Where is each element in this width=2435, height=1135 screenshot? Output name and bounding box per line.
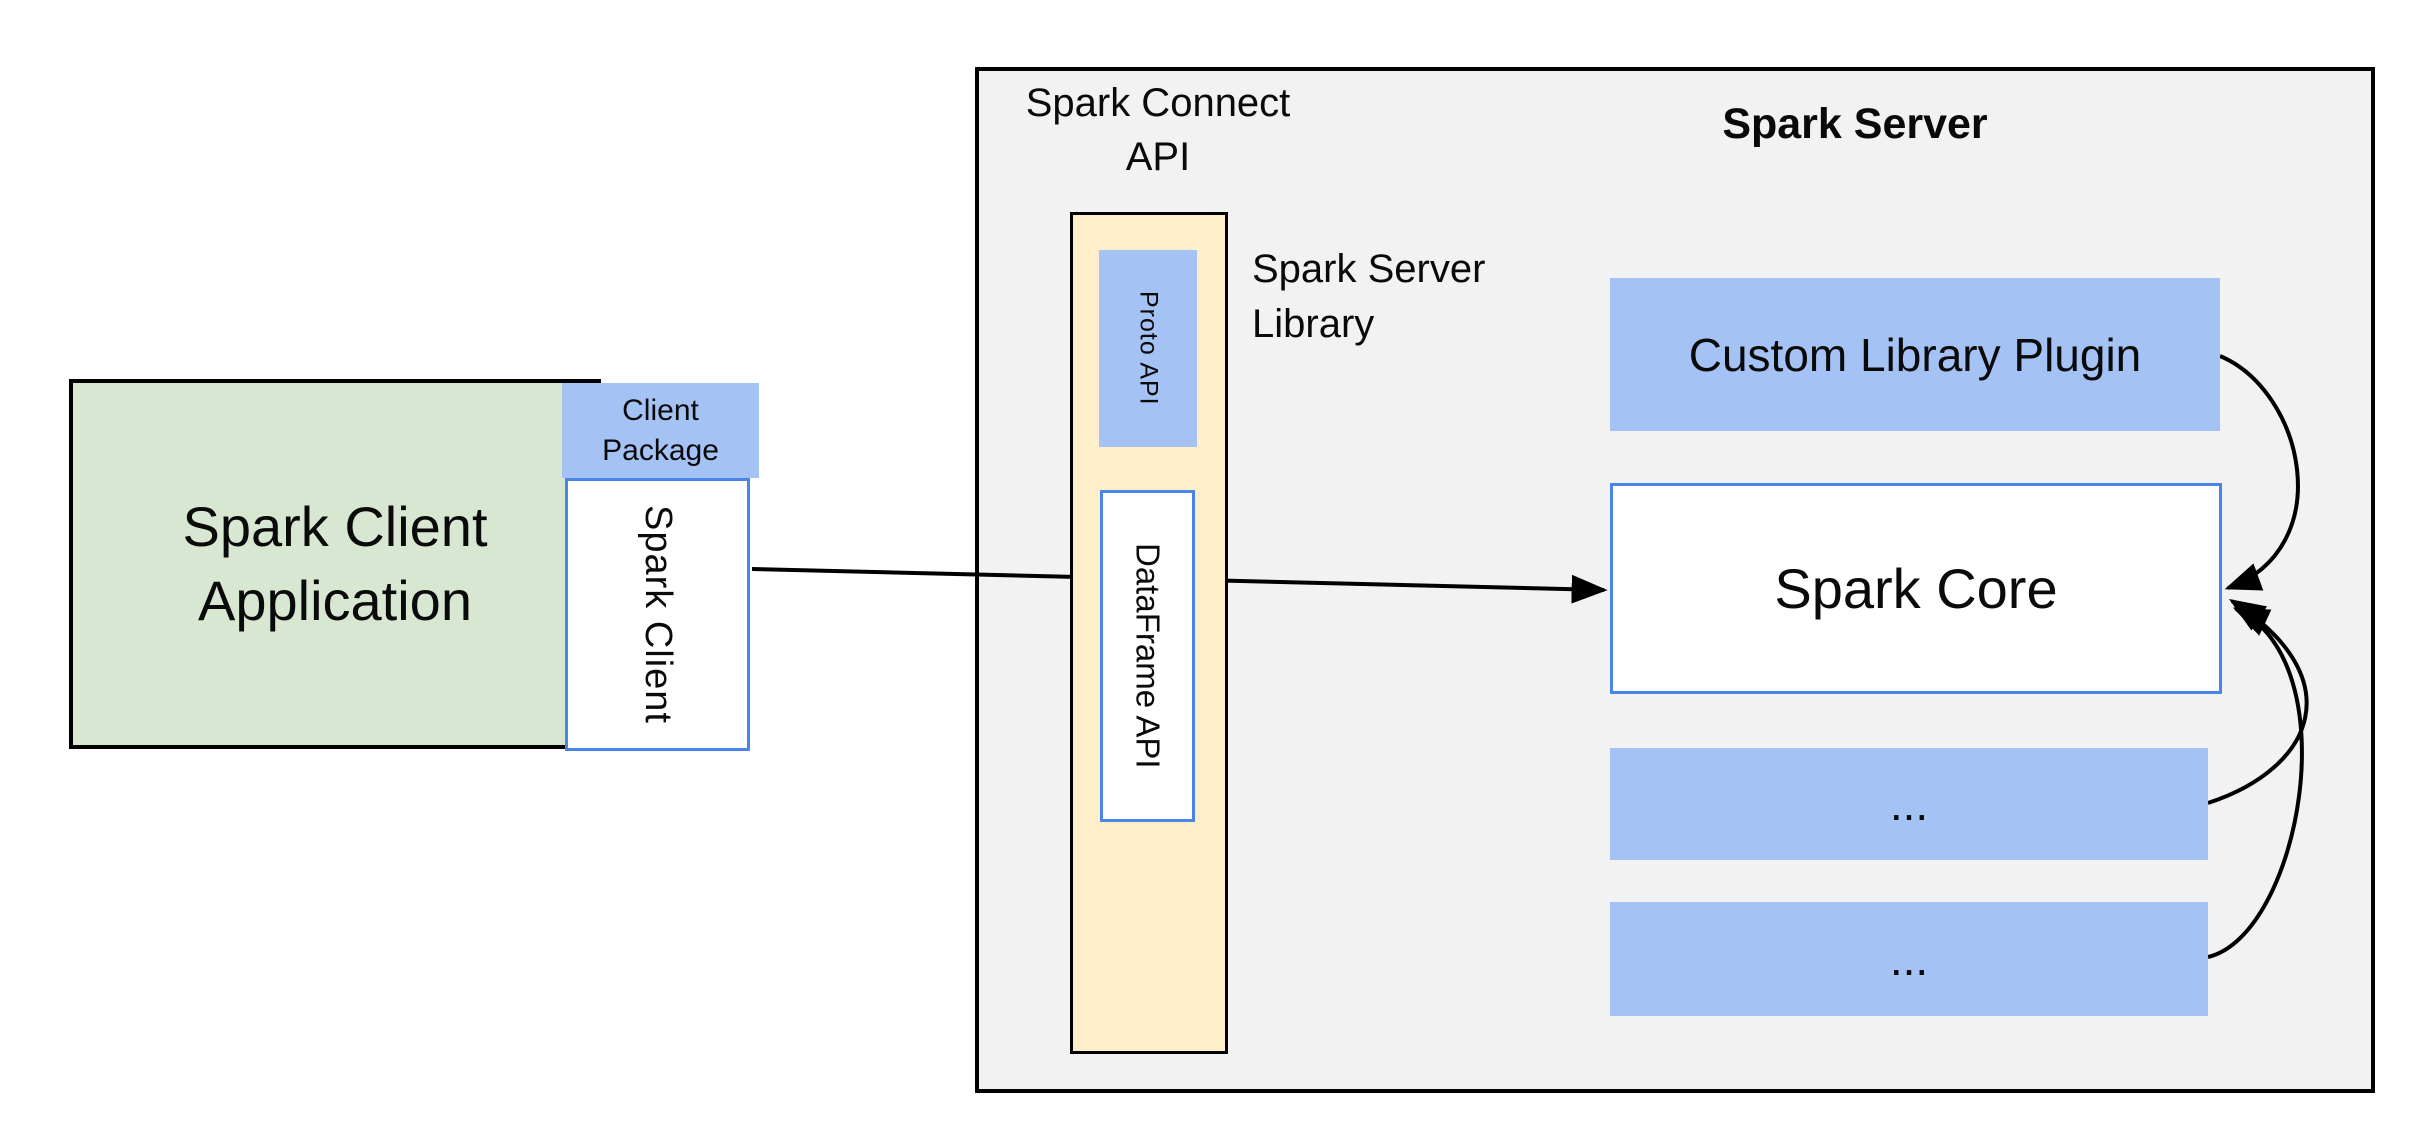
- spark-client-application-label-line1: Spark Client: [182, 495, 488, 558]
- spark-client-application-box: Spark Client Application: [69, 379, 601, 749]
- spark-server-library-label-line2: Library: [1252, 302, 1375, 346]
- plugin-slot-2-label: ...: [1889, 933, 1929, 985]
- client-package-box: Client Package: [562, 383, 759, 478]
- spark-client-application-label-line2: Application: [198, 569, 472, 632]
- plugin-slot-box-1: ...: [1610, 748, 2208, 860]
- proto-api-label: Proto API: [1134, 291, 1163, 406]
- client-package-label: Client Package: [602, 391, 719, 471]
- spark-core-box: Spark Core: [1610, 483, 2222, 694]
- dataframe-api-box: DataFrame API: [1100, 490, 1195, 822]
- custom-library-plugin-label: Custom Library Plugin: [1688, 328, 2142, 381]
- spark-server-library-label: Spark Server Library: [1252, 242, 1485, 352]
- spark-client-box: Spark Client: [565, 478, 750, 751]
- spark-core-label: Spark Core: [1774, 557, 2058, 620]
- spark-client-label: Spark Client: [637, 505, 679, 724]
- dataframe-api-label: DataFrame API: [1129, 543, 1167, 769]
- custom-library-plugin-box: Custom Library Plugin: [1610, 278, 2220, 431]
- spark-connect-api-label: Spark Connect API: [975, 76, 1341, 184]
- spark-client-application-label: Spark Client Application: [182, 490, 487, 638]
- spark-server-library-label-line1: Spark Server: [1252, 247, 1486, 291]
- plugin-slot-box-2: ...: [1610, 902, 2208, 1016]
- spark-connect-api-label-line2: API: [1125, 135, 1191, 179]
- client-package-label-line1: Client: [622, 393, 699, 427]
- plugin-slot-1-label: ...: [1889, 778, 1929, 830]
- client-package-label-line2: Package: [602, 433, 719, 467]
- spark-connect-api-label-line1: Spark Connect: [1025, 81, 1291, 125]
- spark-server-title: Spark Server: [1722, 100, 1988, 148]
- proto-api-box: Proto API: [1099, 250, 1197, 447]
